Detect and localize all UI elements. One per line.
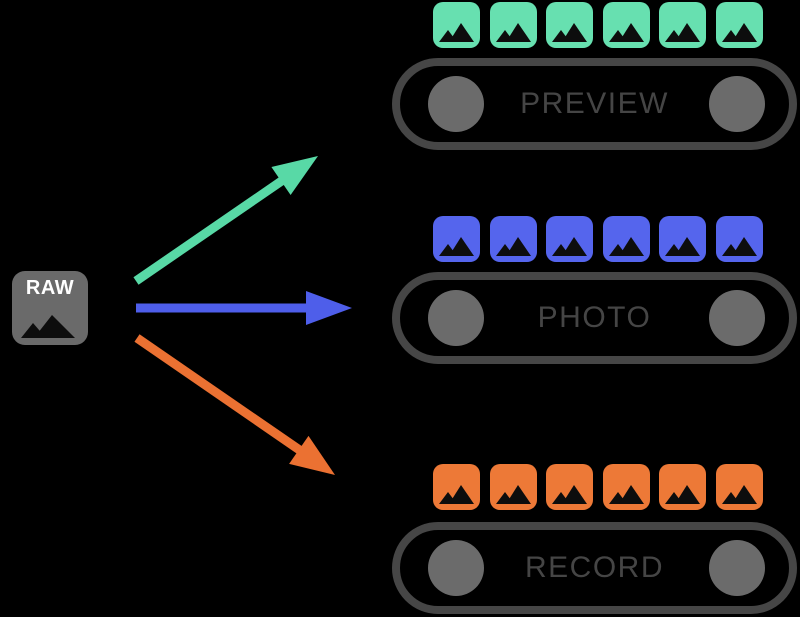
- frame-image-icon: [602, 216, 650, 262]
- preview-belt-capsule: PREVIEW: [392, 58, 797, 150]
- frame-image-icon: [546, 2, 594, 48]
- frame-image-icon: [715, 216, 763, 262]
- photo-belt-label: PHOTO: [537, 301, 652, 334]
- frame-image-icon: [602, 464, 650, 510]
- raw-label: RAW: [25, 277, 75, 299]
- photo-belt-capsule: PHOTO: [392, 272, 797, 364]
- frame-image-icon: [602, 2, 650, 48]
- arrow-to-photo: [136, 291, 352, 325]
- roller-right-circle: [709, 76, 765, 132]
- frame-image-icon: [489, 216, 537, 262]
- roller-right-circle: [709, 540, 765, 596]
- frame-image-icon: [715, 2, 763, 48]
- preview-belt-label: PREVIEW: [520, 87, 669, 120]
- arrow-to-preview: [133, 156, 318, 285]
- record-belt-label: RECORD: [524, 551, 664, 584]
- frame-image-icon: [489, 464, 537, 510]
- frame-strip-photo: [433, 216, 763, 262]
- frame-strip-preview: [433, 2, 763, 48]
- frame-image-icon: [715, 464, 763, 510]
- frame-image-icon: [546, 216, 594, 262]
- frame-image-icon: [433, 464, 480, 510]
- roller-left-circle: [428, 76, 484, 132]
- image-mountain-icon: [21, 315, 75, 338]
- arrow-to-record: [134, 334, 335, 475]
- roller-right-circle: [709, 290, 765, 346]
- roller-left-circle: [428, 290, 484, 346]
- record-belt-capsule: RECORD: [392, 522, 797, 614]
- frame-strip-record: [433, 464, 763, 510]
- frame-image-icon: [489, 2, 537, 48]
- frame-image-icon: [433, 2, 480, 48]
- frame-image-icon: [659, 216, 707, 262]
- raw-source-node: RAW: [12, 271, 88, 345]
- frame-image-icon: [659, 464, 707, 510]
- frame-image-icon: [433, 216, 480, 262]
- frame-image-icon: [546, 464, 594, 510]
- frame-image-icon: [659, 2, 707, 48]
- roller-left-circle: [428, 540, 484, 596]
